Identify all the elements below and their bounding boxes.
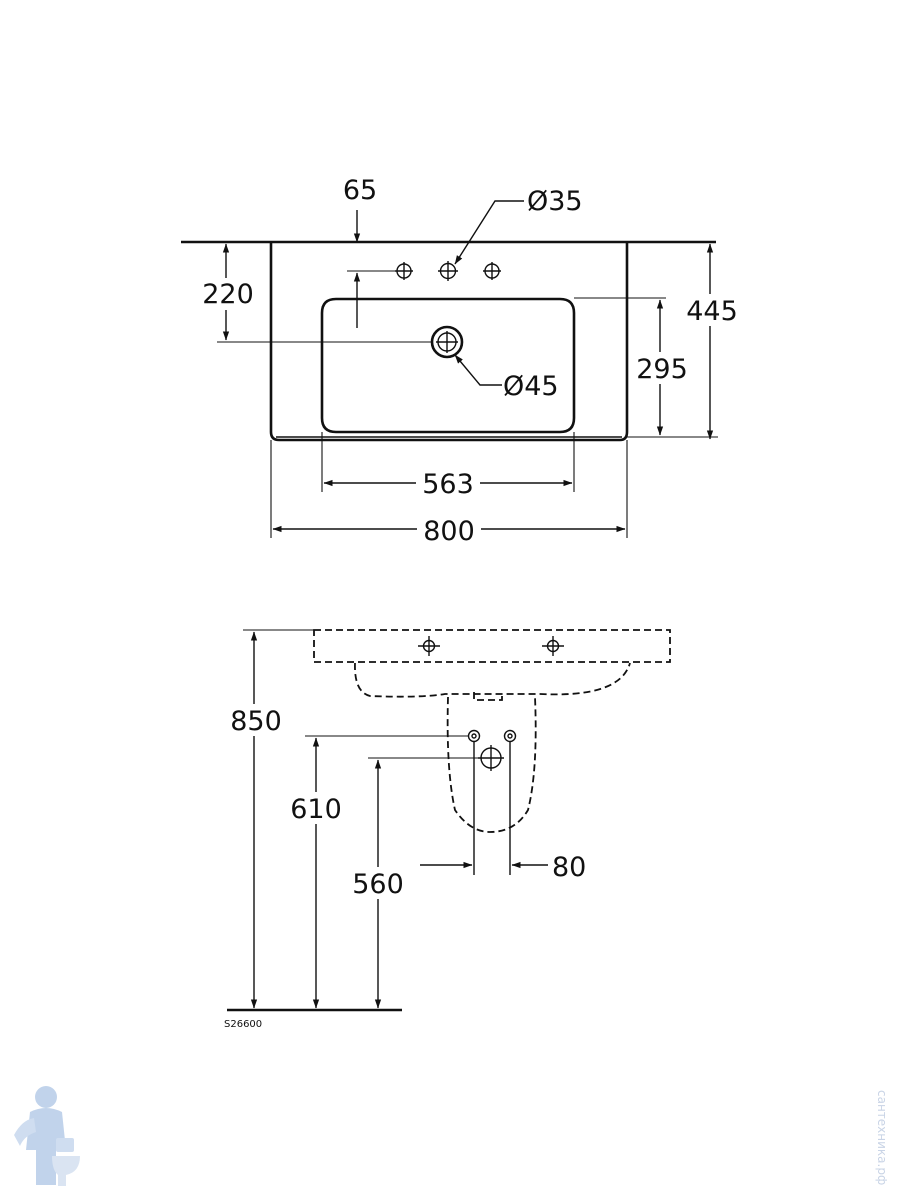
tap-holes [395,261,501,281]
dim-bowl-depth: 295 [636,354,688,385]
dim-drain: Ø45 [503,371,559,402]
bowl-outline [320,297,576,434]
watermark-site: сантехника.рф [875,1090,889,1185]
dim-tap-hole: Ø35 [527,186,583,217]
pedestal-outline [446,696,537,833]
drain-outlet [478,745,504,771]
dim-total-width: 800 [423,516,475,547]
ref-code: S26600 [224,1019,262,1030]
basin-outline [269,243,629,442]
supply-connectors [467,729,517,875]
dim-supply-spacing: 80 [552,852,586,883]
dim-total-depth: 445 [686,296,738,327]
drain-hole [430,325,464,359]
dim-tap-depth: 220 [202,279,254,310]
dim-drain-height: 560 [352,869,404,900]
top-view: 65 Ø35 220 445 295 Ø45 563 800 [181,175,740,547]
dim-top-height: 850 [230,706,282,737]
plumber-logo-icon [14,1086,80,1186]
basin-hidden-outline [313,629,671,663]
dim-supply-height: 610 [290,794,342,825]
dim-bowl-width: 563 [422,469,474,500]
fixing-points [418,636,564,656]
dim-tap-offset: 65 [343,175,377,206]
front-view: S26600 850 610 560 80 [224,629,671,1030]
